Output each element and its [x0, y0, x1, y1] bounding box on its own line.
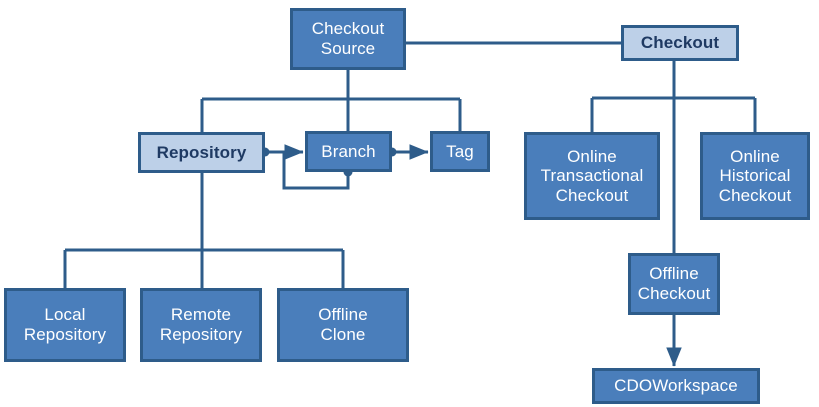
node-label: Online Historical Checkout	[718, 146, 792, 205]
node-offline-checkout[interactable]: Offline Checkout	[628, 253, 720, 315]
node-label: Tag	[446, 141, 474, 161]
node-checkout-source[interactable]: Checkout Source	[290, 8, 406, 70]
edge-checkout-to-children	[590, 61, 757, 253]
node-online-transactional-checkout[interactable]: Online Transactional Checkout	[524, 132, 660, 220]
node-tag[interactable]: Tag	[430, 131, 490, 172]
node-cdoworkspace[interactable]: CDOWorkspace	[592, 368, 760, 404]
edge-checkout-source-to-children	[200, 70, 462, 132]
node-label: Remote Repository	[159, 305, 243, 344]
edge-repository-to-children	[63, 173, 345, 288]
node-repository[interactable]: Repository	[138, 132, 265, 173]
node-label: Online Transactional Checkout	[540, 146, 644, 205]
node-label: Local Repository	[23, 305, 107, 344]
node-label: Checkout Source	[311, 19, 385, 58]
node-local-repository[interactable]: Local Repository	[4, 288, 126, 362]
node-label: Checkout	[640, 33, 720, 53]
node-checkout[interactable]: Checkout	[621, 25, 739, 61]
node-offline-clone[interactable]: Offline Clone	[277, 288, 409, 362]
node-label: Offline Checkout	[637, 264, 711, 303]
edge-branch-self-loop	[282, 152, 350, 190]
node-online-historical-checkout[interactable]: Online Historical Checkout	[700, 132, 810, 220]
node-label: Repository	[156, 142, 247, 162]
node-branch[interactable]: Branch	[305, 131, 392, 172]
node-remote-repository[interactable]: Remote Repository	[140, 288, 262, 362]
node-label: Offline Clone	[318, 305, 368, 344]
node-label: CDOWorkspace	[614, 376, 738, 396]
node-label: Branch	[321, 141, 376, 161]
